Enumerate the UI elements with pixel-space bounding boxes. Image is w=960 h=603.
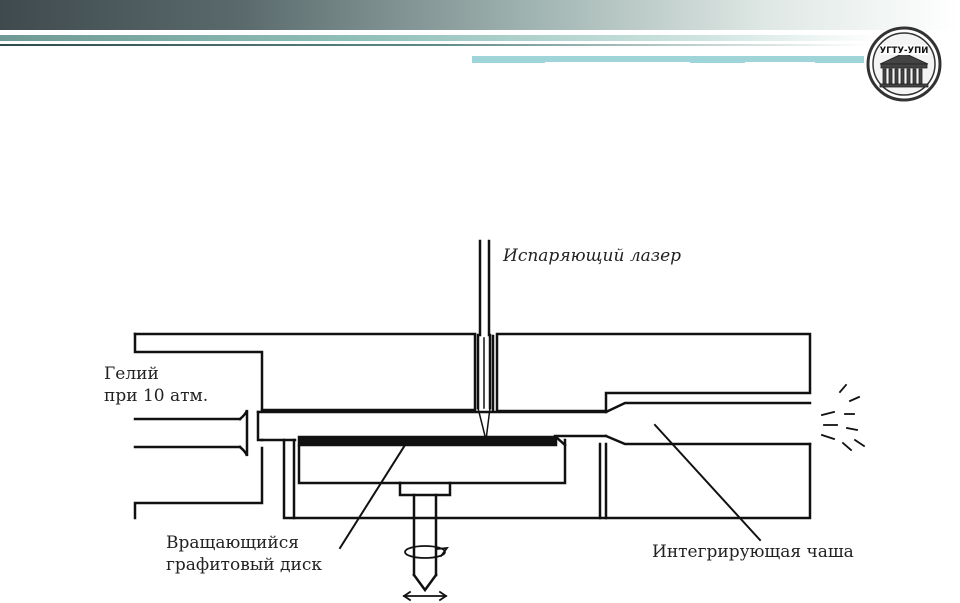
university-building-icon <box>879 52 929 88</box>
disk-holder-inner <box>297 444 402 485</box>
laser-focus-left <box>477 407 487 441</box>
lower-right-block <box>598 442 812 520</box>
disk-pointer-line <box>338 443 407 550</box>
laser-focus-right <box>485 407 491 441</box>
header-accent-stripe <box>472 56 864 63</box>
disk-holder-outer <box>282 438 602 520</box>
header-accent-gap <box>745 62 815 65</box>
header-stripe <box>0 35 880 41</box>
disk-holder-right <box>398 438 567 485</box>
disk-label-line2: графитовый диск <box>166 555 322 575</box>
chamber-upper-wall <box>604 401 812 414</box>
rotation-arrowhead <box>436 546 449 558</box>
helium-label-line2: при 10 атм. <box>104 386 209 406</box>
logo-text: УГТУ-УПИ <box>880 46 929 56</box>
chamber-lower-wall <box>604 434 812 446</box>
upper-left-block <box>133 332 477 412</box>
chamber-pointer-line <box>653 423 762 542</box>
header-accent-gap <box>545 62 690 65</box>
translation-arrowhead-right <box>438 590 448 602</box>
helium-label-line1: Гелий <box>104 364 159 384</box>
left-housing-top <box>133 332 264 412</box>
graphite-disk <box>297 435 558 447</box>
upper-right-block <box>495 332 812 413</box>
channel-left-end <box>256 410 264 442</box>
helium-tube-flange <box>238 409 249 457</box>
disk-label-line1: Вращающийся <box>166 533 299 553</box>
rotation-arrow <box>404 545 446 559</box>
university-logo: УГТУ-УПИ <box>866 26 942 102</box>
shaft-collar <box>398 481 452 497</box>
translation-arrowhead-left <box>402 590 412 602</box>
graphite-disk-edge <box>554 435 567 447</box>
shaft-tip <box>412 573 438 593</box>
chamber-label: Интегрирующая чаша <box>652 542 854 562</box>
header-thin-stripe <box>0 44 870 46</box>
cluster-spray <box>820 383 866 452</box>
laser-label: Испаряющий лазер <box>503 246 682 266</box>
left-housing-bottom <box>133 446 264 520</box>
header-gradient-bar <box>0 0 960 30</box>
